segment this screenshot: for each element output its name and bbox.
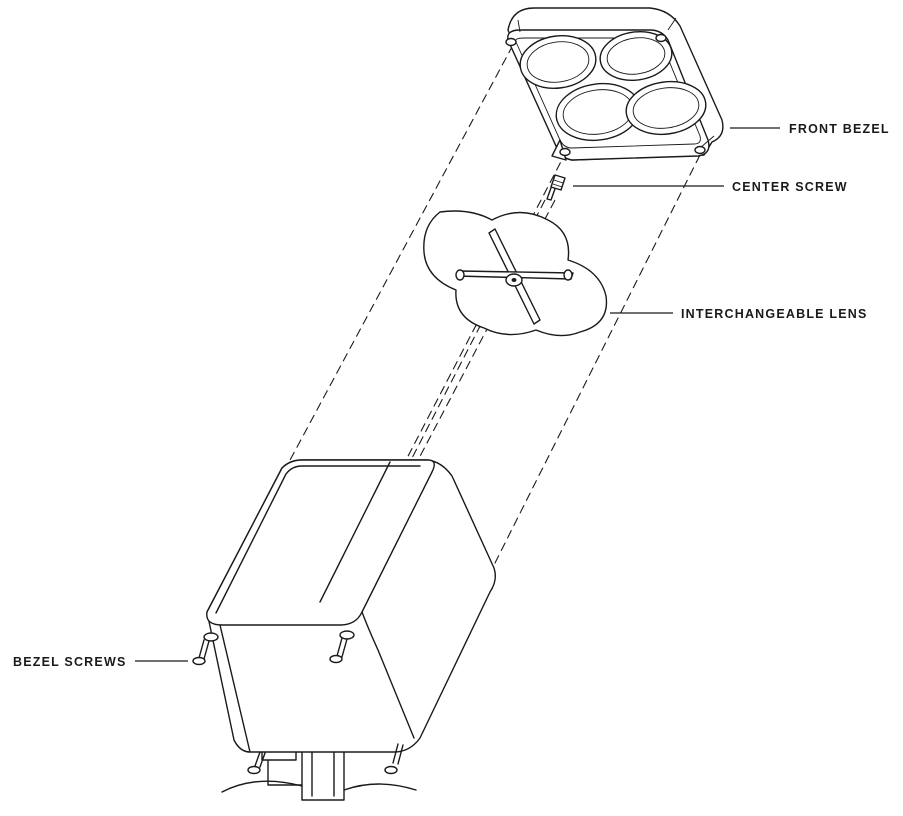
center-screw-label: CENTER SCREW [732,180,848,194]
lens-optic [625,80,707,136]
bezel-screw [384,743,404,775]
bezel-corner-holes [505,33,706,157]
lens-optic [599,31,673,81]
bezel-screws [192,637,404,775]
interchangeable-lens [423,210,608,337]
front-bezel [505,7,724,161]
lens-optic [519,35,597,89]
front-bezel-label: FRONT BEZEL [789,122,890,136]
fixture-housing [203,459,497,753]
bezel-screw [329,637,348,664]
bezel-screw [192,639,210,666]
bezel-screws-label: BEZEL SCREWS [13,655,127,669]
bezel-screw [247,751,266,775]
center-screw [546,174,566,201]
interchangeable-lens-label: INTERCHANGEABLE LENS [681,307,868,321]
ground-contour [221,780,417,793]
